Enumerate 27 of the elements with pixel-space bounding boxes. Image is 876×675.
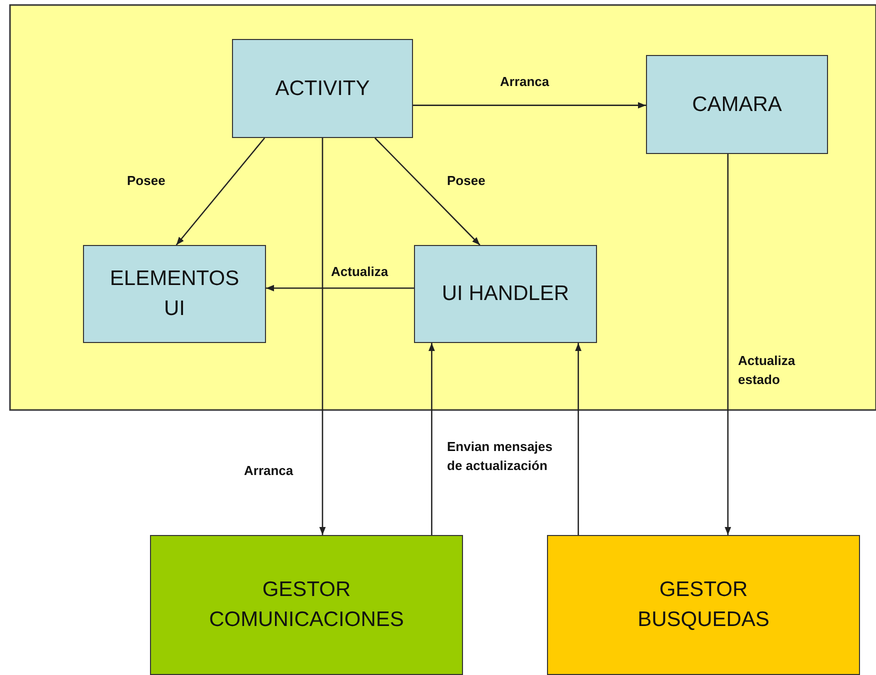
edge-label: Actualiza bbox=[331, 263, 388, 281]
arrow bbox=[575, 343, 582, 535]
box-label: CAMARA bbox=[692, 92, 782, 118]
process-box bbox=[414, 245, 597, 343]
box-label: ACTIVITY bbox=[275, 76, 370, 102]
box-label: GESTOR COMUNICACIONES bbox=[208, 577, 405, 633]
box-label: ELEMENTOS UI bbox=[108, 266, 240, 322]
process-box bbox=[232, 39, 413, 138]
arrow bbox=[176, 138, 266, 246]
process-box bbox=[547, 535, 860, 675]
arrow bbox=[413, 102, 646, 109]
process-box bbox=[646, 55, 828, 154]
arrow bbox=[428, 343, 435, 535]
process-box bbox=[150, 535, 463, 675]
arrow bbox=[319, 138, 326, 535]
box-label: GESTOR BUSQUEDAS bbox=[636, 577, 770, 633]
arrow bbox=[266, 284, 414, 292]
edge-label: Arranca bbox=[500, 73, 550, 91]
edge-label: Actualiza estado bbox=[738, 352, 796, 389]
edge-label: Posee bbox=[127, 172, 166, 190]
process-box bbox=[83, 245, 266, 343]
edge-label: Posee bbox=[447, 172, 486, 190]
arrow bbox=[724, 154, 732, 535]
edge-label: Arranca bbox=[244, 462, 294, 480]
box-label: UI HANDLER bbox=[442, 281, 570, 307]
arrow bbox=[374, 138, 480, 246]
edge-label: Envian mensajes de actualización bbox=[447, 438, 554, 475]
